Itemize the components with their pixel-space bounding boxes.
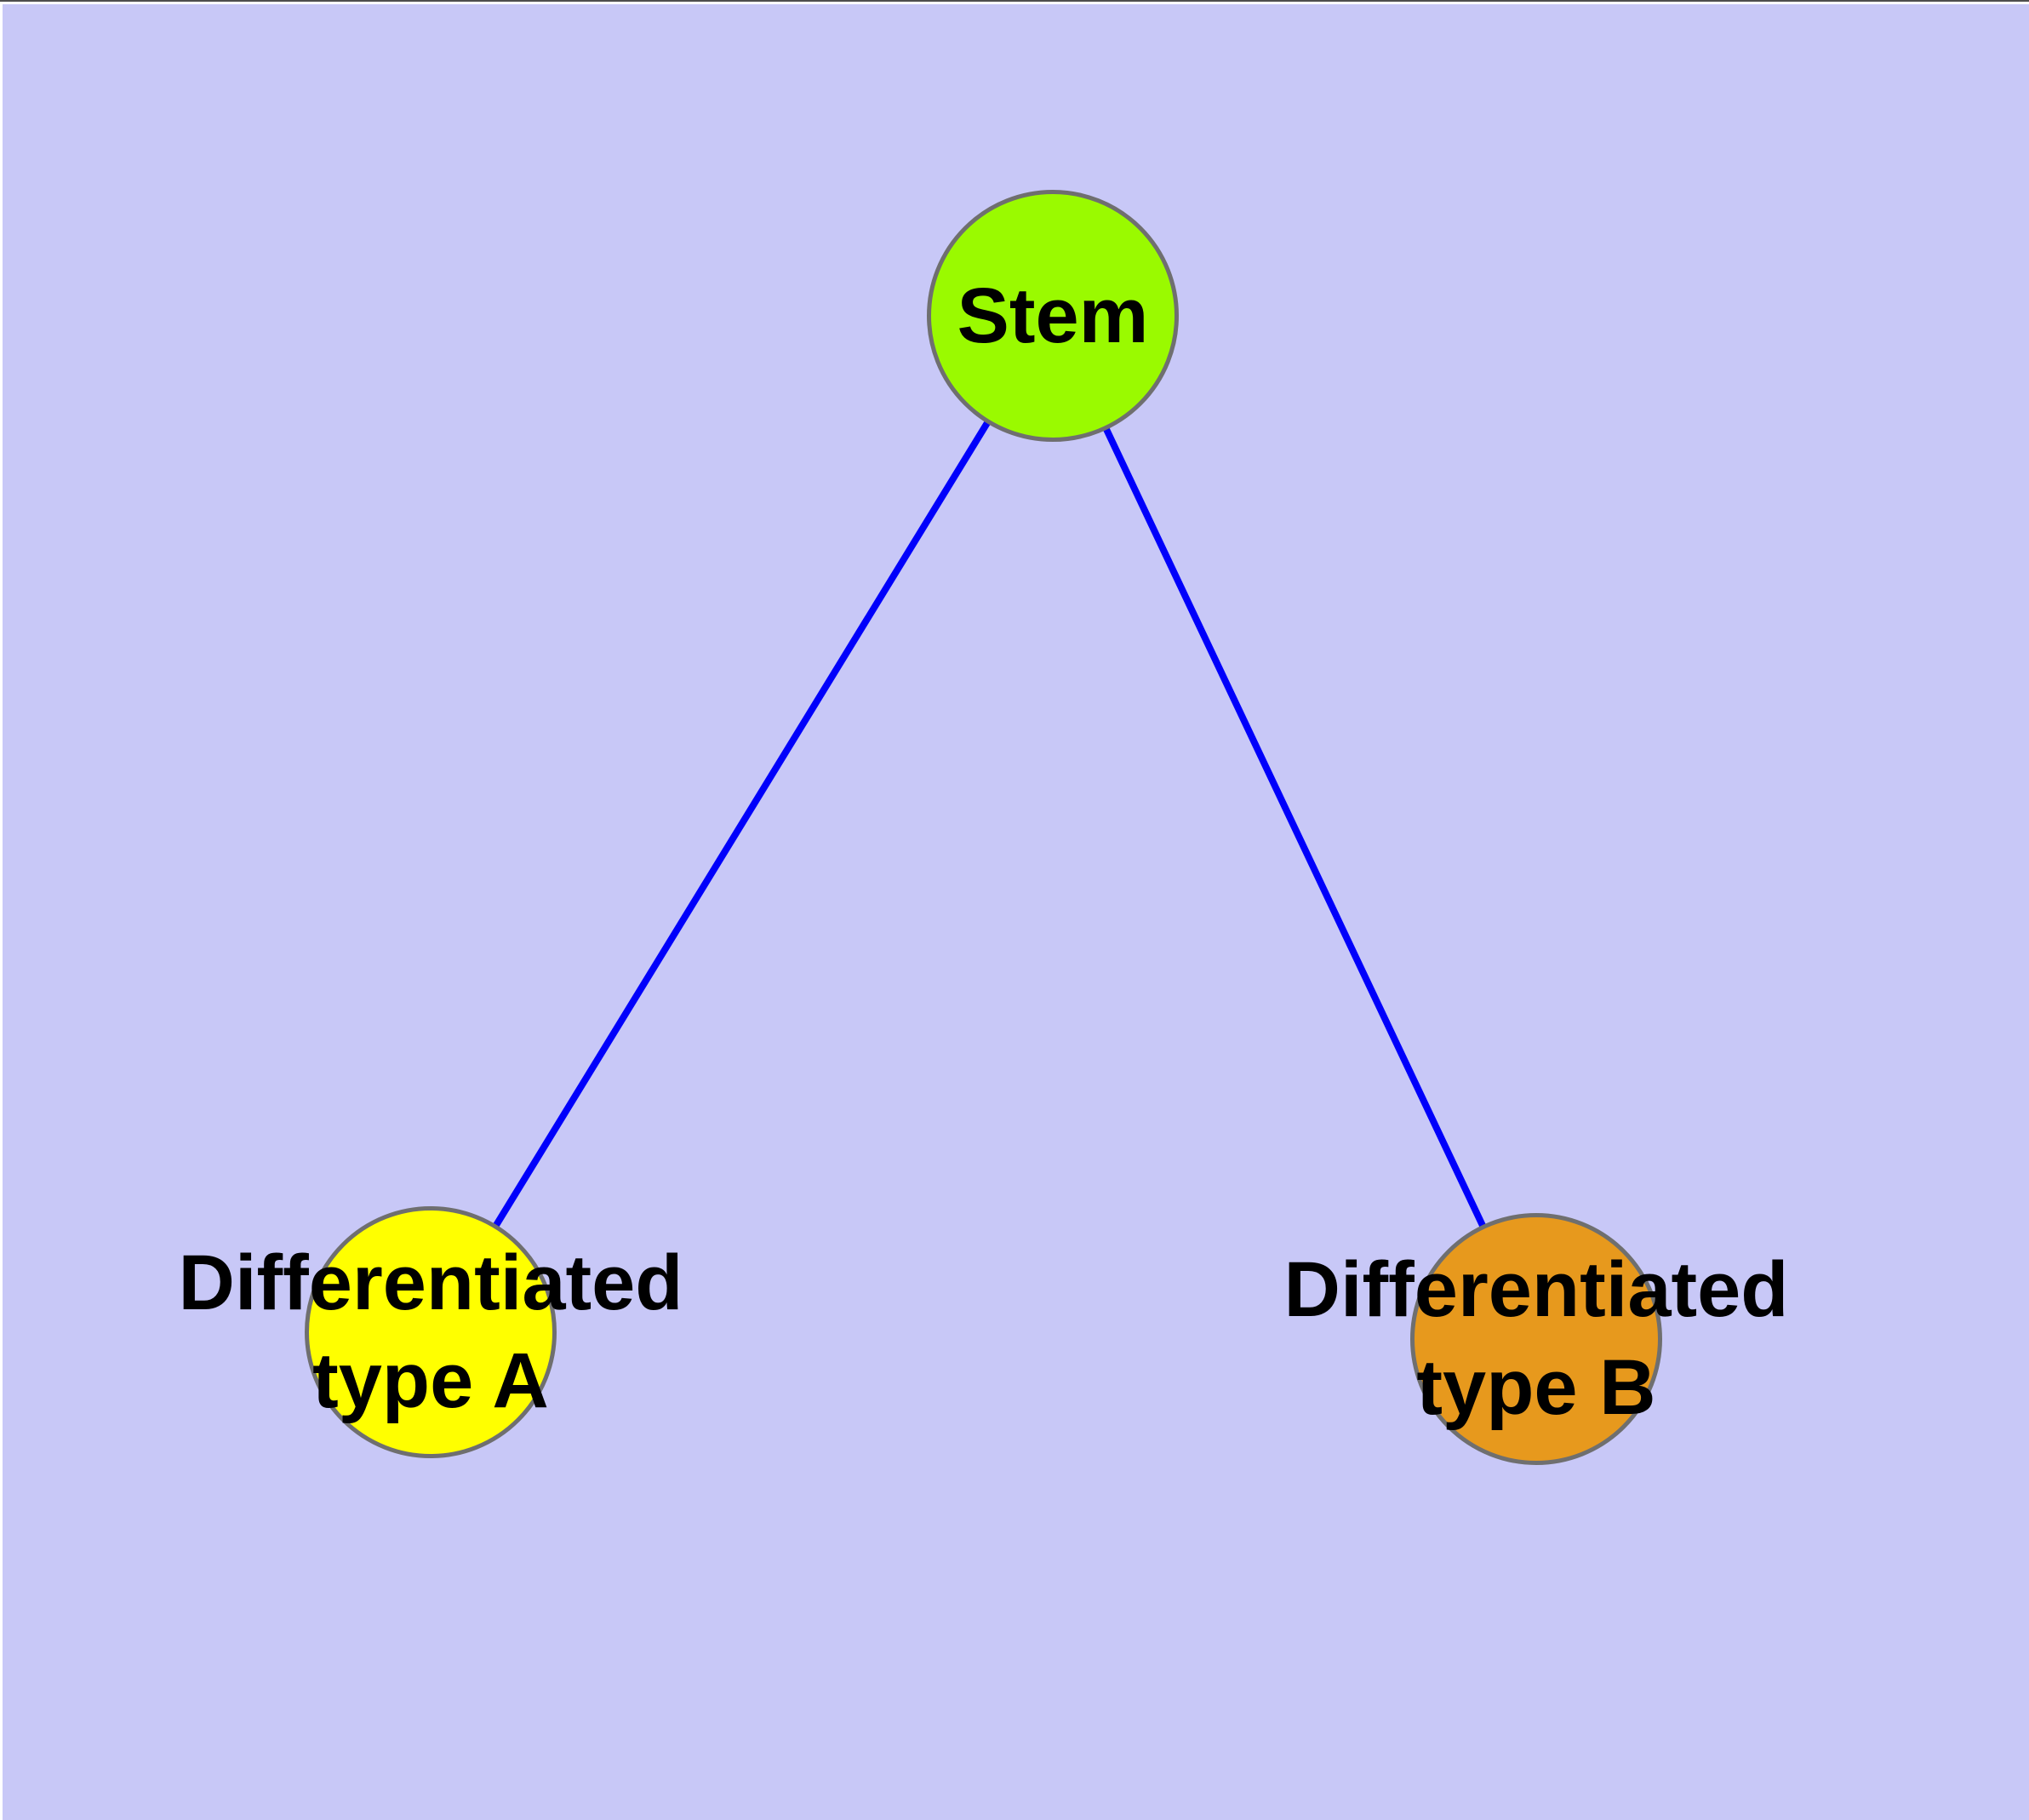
- type-b-circle[interactable]: [1410, 1213, 1662, 1465]
- window-left-margin: [0, 2, 3, 1820]
- window-top-margin: [0, 2, 2029, 4]
- node-differentiated-type-b: Differentiated type B: [1284, 1213, 1788, 1465]
- type-a-circle[interactable]: [305, 1206, 557, 1458]
- window-top-border: [0, 0, 2029, 2]
- edge-stem-to-type-b: [1049, 314, 1540, 1341]
- node-stem: Stem: [927, 190, 1179, 442]
- edge-stem-to-type-a: [427, 313, 1056, 1335]
- stem-circle[interactable]: [927, 190, 1179, 442]
- node-differentiated-type-a: Differentiated type A: [179, 1206, 683, 1458]
